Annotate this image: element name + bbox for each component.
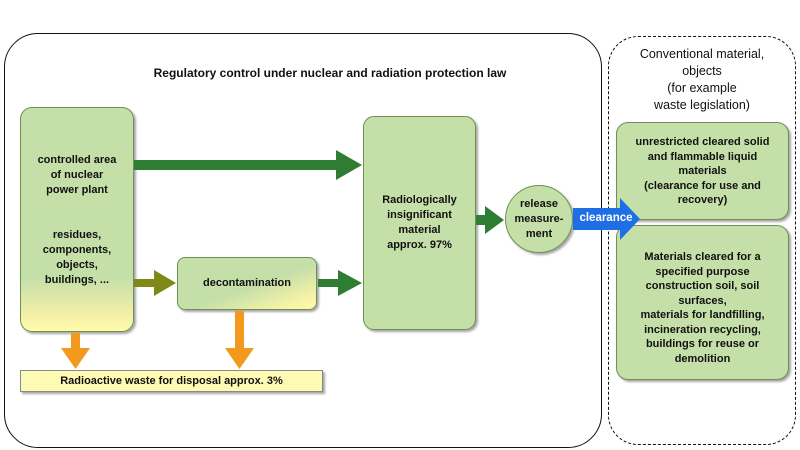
arrow-decontamination-to-insignificant [318,270,362,296]
conventional-material-title: Conventional material, objects (for exam… [639,47,765,112]
arrow-decontamination-to-waste [225,311,254,369]
residues-label: residues, components, objects, buildings… [42,229,112,286]
unrestricted-cleared-box [616,122,789,220]
radioactive-waste-label: Radioactive waste for disposal approx. 3… [60,375,283,387]
radioactive-waste-box [20,370,323,392]
specified-purpose-label: Materials cleared for a specified purpos… [640,251,765,365]
arrow-insignificant-to-release [476,206,504,234]
conventional-material-frame [608,36,796,445]
controlled-area-label: controlled area of nuclear power plant [37,154,117,196]
decontamination-box [177,257,317,310]
arrow-source-to-waste [61,333,90,369]
release-measurement-circle [505,185,573,253]
insignificant-material-label: Radiologically insignificant material ap… [382,194,457,251]
decontamination-label: decontamination [202,277,291,289]
unrestricted-cleared-label: unrestricted cleared solid and flammable… [635,136,770,206]
arrow-source-to-decontamination [134,270,176,296]
regulatory-control-frame [4,33,602,448]
clearance-label: clearance [579,212,633,224]
controlled-area-box [20,107,134,332]
insignificant-material-box [363,116,476,330]
release-measurement-label: release measure- ment [514,198,564,240]
arrow-source-to-insignificant [134,150,362,180]
main-title: Regulatory control under nuclear and rad… [153,66,507,80]
specified-purpose-box [616,225,789,380]
clearance-arrow [573,198,640,240]
